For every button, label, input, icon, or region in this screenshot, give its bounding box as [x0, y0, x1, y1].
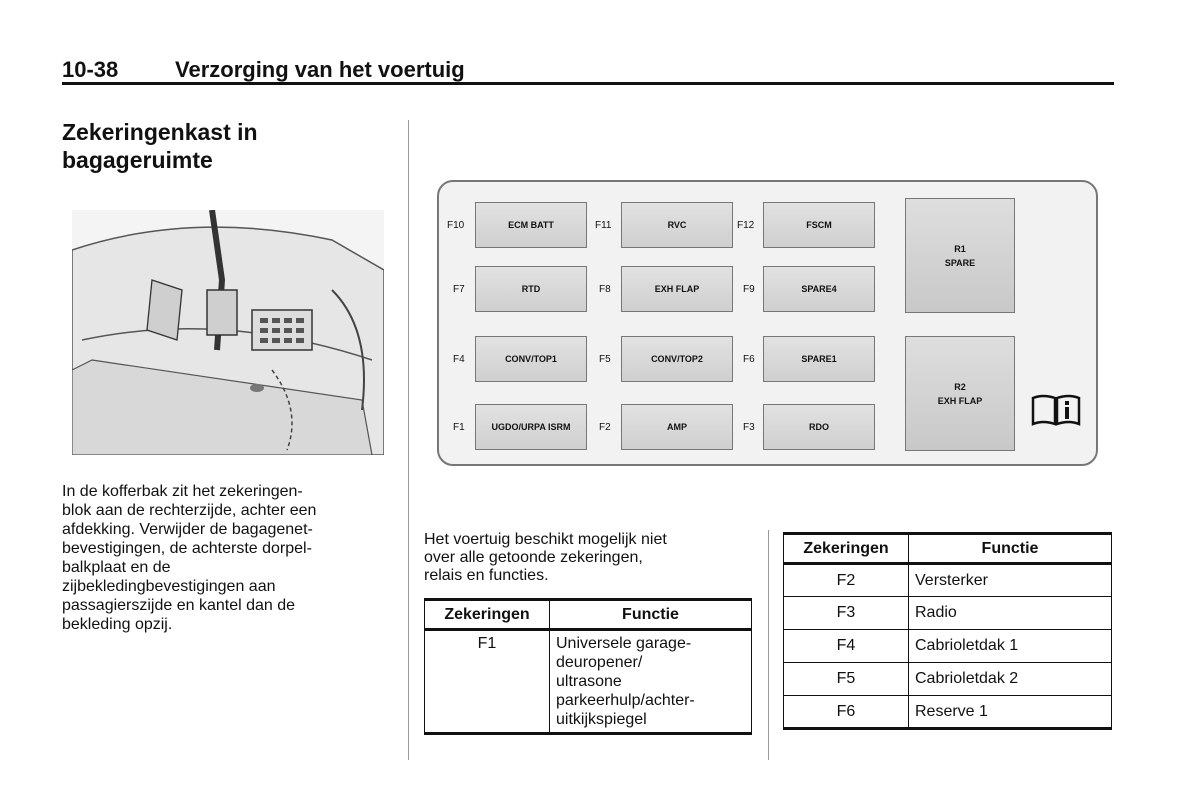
trunk-illustration — [72, 210, 384, 455]
relay-label: EXH FLAP — [937, 395, 983, 406]
function-cell: Cabrioletdak 2 — [908, 662, 1112, 696]
column-header: Functie — [908, 532, 1112, 565]
table-row: F2 Versterker — [783, 563, 1112, 597]
fuse-cell: F1 — [424, 629, 550, 735]
fuse-id: F4 — [453, 354, 465, 365]
relay-id: R1 — [954, 243, 966, 254]
table-row: F6 Reserve 1 — [783, 695, 1112, 730]
fuse: CONV/TOP1 — [475, 336, 587, 382]
fuse-cell: F6 — [783, 695, 909, 730]
function-cell: Reserve 1 — [908, 695, 1112, 730]
table-row: F1 Universele garage- deuropener/ ultras… — [424, 629, 752, 735]
column-divider — [408, 120, 409, 760]
body-text: In de kofferbak zit het zekeringen- blok… — [62, 482, 392, 634]
fuse-id: F2 — [599, 422, 611, 433]
column-header: Zekeringen — [783, 532, 909, 565]
column-header: Functie — [549, 598, 752, 630]
fuse-cell: F2 — [783, 563, 909, 597]
fuse-id: F7 — [453, 284, 465, 295]
section-title: Zekeringenkast in bagageruimte — [62, 119, 258, 173]
fuse: RDO — [763, 404, 875, 450]
fuse-id: F3 — [743, 422, 755, 433]
fuse: ECM BATT — [475, 202, 587, 248]
fuse-box-diagram: F10 ECM BATT F11 RVC F12 FSCM F7 RTD F8 … — [437, 180, 1098, 466]
availability-note: Het voertuig beschikt mogelijk niet over… — [424, 531, 667, 584]
page-header: 10-38 Verzorging van het voertuig — [62, 55, 1114, 85]
table-row: F5 Cabrioletdak 2 — [783, 662, 1112, 696]
fuse-id: F9 — [743, 284, 755, 295]
fuse-id: F8 — [599, 284, 611, 295]
fuse-id: F12 — [737, 220, 755, 231]
fuse: RVC — [621, 202, 733, 248]
body-paragraph: In de kofferbak zit het zekeringen- blok… — [62, 483, 317, 633]
fuse-id: F6 — [743, 354, 755, 365]
table-row: F3 Radio — [783, 596, 1112, 630]
relay: R1 SPARE — [905, 198, 1015, 313]
function-cell: Universele garage- deuropener/ ultrasone… — [549, 629, 752, 735]
fuse-id: F11 — [595, 220, 612, 231]
table-row: F4 Cabrioletdak 1 — [783, 629, 1112, 663]
column-divider — [768, 530, 769, 760]
fuse-cell: F5 — [783, 662, 909, 696]
fuse-function-table-1: Zekeringen Functie F1 Universele garage-… — [424, 598, 752, 735]
fuse-id: F5 — [599, 354, 611, 365]
fuse: SPARE4 — [763, 266, 875, 312]
fuse-cell: F3 — [783, 596, 909, 630]
fuse: CONV/TOP2 — [621, 336, 733, 382]
function-cell: Radio — [908, 596, 1112, 630]
relay: R2 EXH FLAP — [905, 336, 1015, 451]
fuse: RTD — [475, 266, 587, 312]
relay-label: SPARE — [944, 257, 976, 268]
page-number: 10-38 — [62, 57, 119, 82]
chapter-title: Verzorging van het voertuig — [175, 57, 465, 82]
fuse: AMP — [621, 404, 733, 450]
fuse-id: F1 — [453, 422, 465, 433]
fuse: EXH FLAP — [621, 266, 733, 312]
fuse: FSCM — [763, 202, 875, 248]
function-cell: Cabrioletdak 1 — [908, 629, 1112, 663]
fuse: UGDO/URPA ISRM — [475, 404, 587, 450]
function-cell: Versterker — [908, 563, 1112, 597]
fuse-id: F10 — [447, 220, 465, 231]
owner-manual-info-icon — [1031, 394, 1081, 426]
fuse-cell: F4 — [783, 629, 909, 663]
fuse: SPARE1 — [763, 336, 875, 382]
column-header: Zekeringen — [424, 598, 550, 630]
fuse-function-table-2: Zekeringen Functie F2 Versterker F3 Radi… — [783, 532, 1112, 730]
relay-id: R2 — [954, 381, 966, 392]
